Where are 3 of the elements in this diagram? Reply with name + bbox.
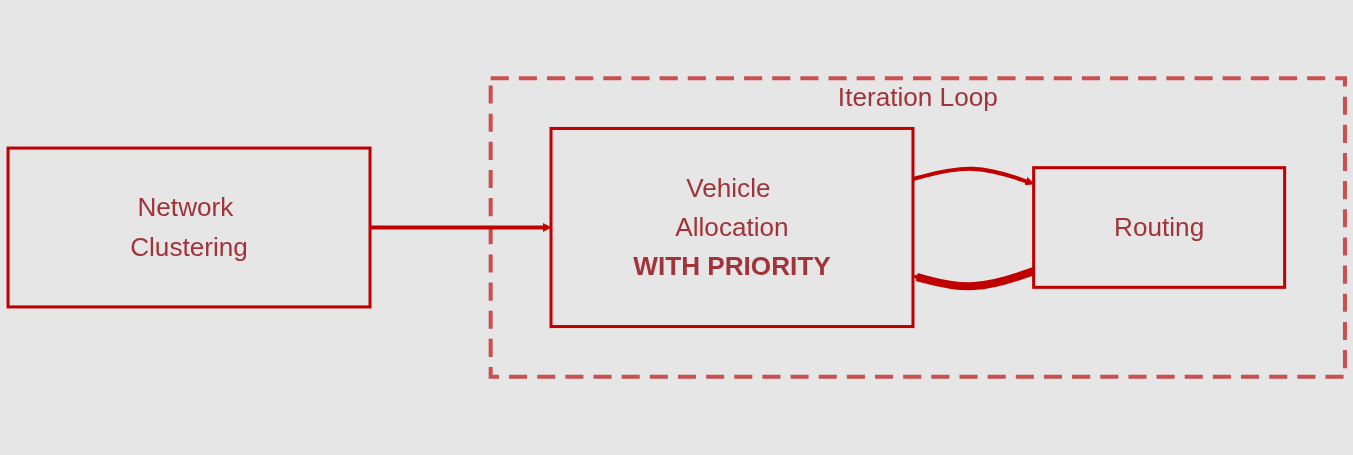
node-box: Vehicle Allocation WITH PRIORITY [549,126,915,329]
node-box: Network Clustering [6,146,372,309]
node-box: Routing [1032,166,1287,289]
